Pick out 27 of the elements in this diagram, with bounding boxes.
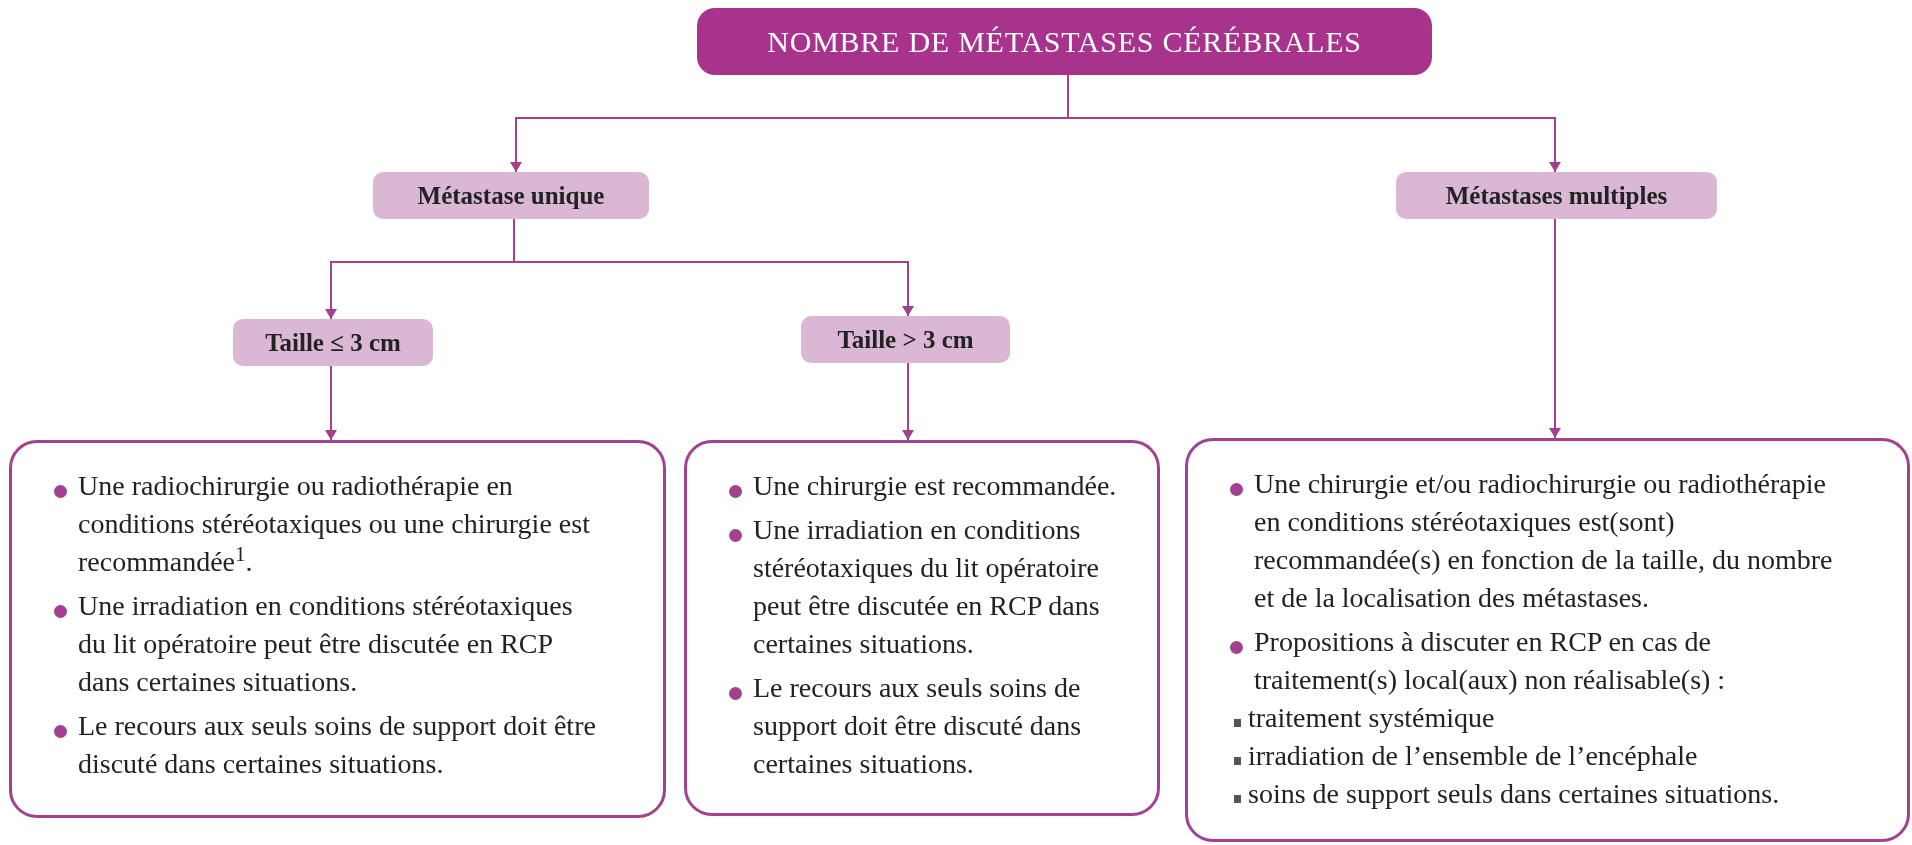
recommendation-text: irradiation de l’ensemble de l’encéphale <box>1248 739 1699 773</box>
recommendation-text: Une radiochirurgie ou radiothérapie en conditions stéréotaxiques ou une chirurgie est recommandée$^{1}$. <box>78 469 591 579</box>
category-label: Taille > 3 cm <box>837 324 974 355</box>
category-box <box>233 319 433 366</box>
recommendation-box <box>684 440 1160 816</box>
title-text: NOMBRE DE MÉTASTASES CÉRÉBRALES <box>767 24 1362 60</box>
category-label: Métastase unique <box>417 180 605 211</box>
recommendation-text: Le recours aux seuls soins de support doit être discuté dans certaines situations. <box>753 671 1083 781</box>
arrow <box>902 362 914 441</box>
category-label: Métastases multiples <box>1445 180 1668 211</box>
recommendation-text: soins de support seuls dans certaines situations. <box>1248 777 1781 811</box>
recommendation-text: Le recours aux seuls soins de support doit être discuté dans certaines situations. <box>78 709 597 781</box>
recommendation-box <box>9 440 666 818</box>
category-box <box>801 316 1010 363</box>
recommendation-text: Propositions à discuter en RCP en cas de traitement(s) local(aux) non réalisable(s) : <box>1254 625 1727 697</box>
recommendation-text: Une chirurgie et/ou radiochirurgie ou radiothérapie en conditions stéréotaxiques est(sont) recommandée(s) en fonction de la taille, du nombre et de la localisation des métastases. <box>1254 467 1834 615</box>
recommendation-text: Une irradiation en conditions stéréotaxiques du lit opératoire peut être discutée en RCP dans certaines situations. <box>78 589 574 699</box>
category-box <box>373 172 649 219</box>
recommendation-text: Une irradiation en conditions stéréotaxiques du lit opératoire peut être discutée en RCP dans certaines situations. <box>753 513 1101 661</box>
category-box <box>1396 172 1717 219</box>
recommendation-box <box>1185 438 1910 842</box>
recommendation-text: Une chirurgie est recommandée. <box>753 469 1118 503</box>
arrow <box>325 365 337 441</box>
category-label: Taille ≤ 3 cm <box>265 327 401 358</box>
title-box <box>697 8 1432 75</box>
arrow <box>1549 218 1561 439</box>
recommendation-text: traitement systémique <box>1248 701 1496 735</box>
